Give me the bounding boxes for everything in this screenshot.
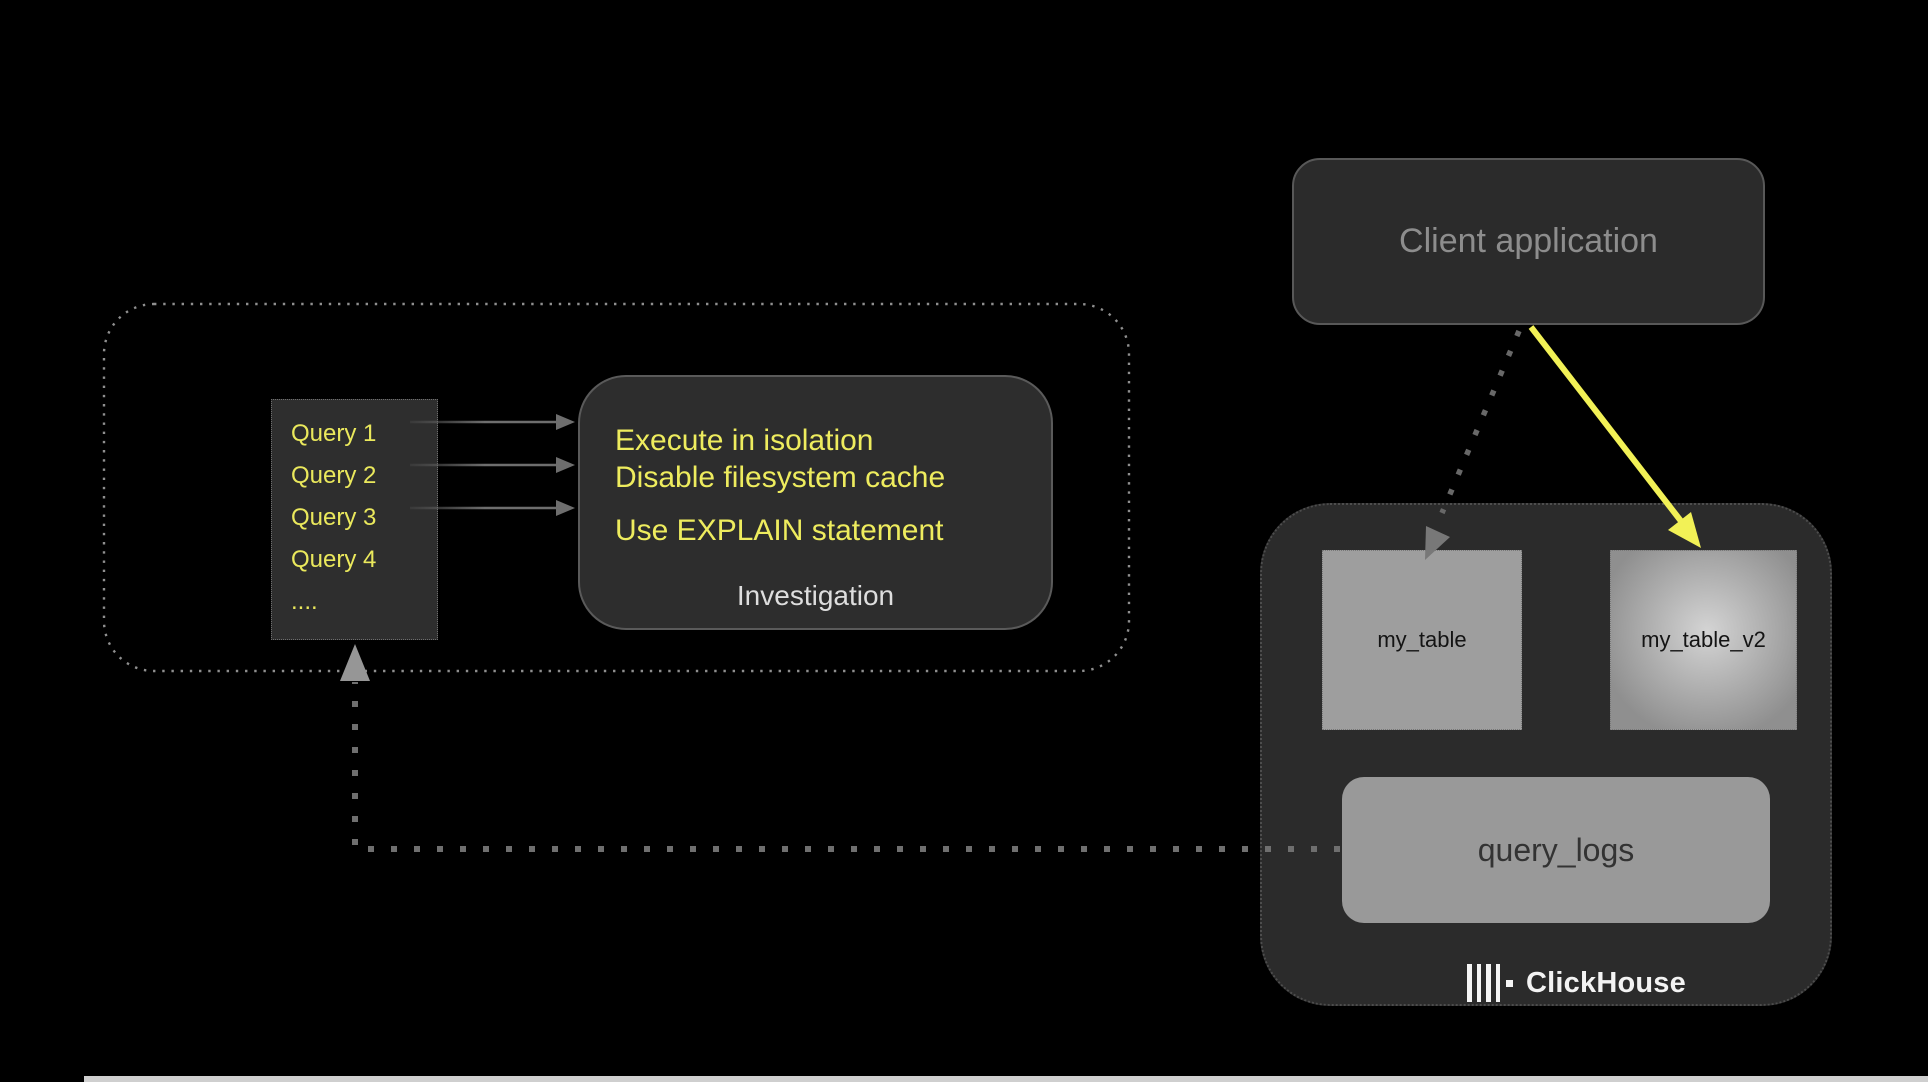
query-item-ellipsis: .... (291, 588, 318, 615)
query-item: Query 1 (291, 420, 377, 447)
investigation-panel: Execute in isolation Disable filesystem … (578, 375, 1053, 630)
query-logs-to-queries-connector (340, 644, 1340, 852)
query-item: Query 3 (291, 504, 377, 531)
clickhouse-brand: ClickHouse (1467, 961, 1686, 1005)
my-table-box: my_table (1322, 550, 1522, 730)
clickhouse-brand-label: ClickHouse (1526, 966, 1686, 999)
my-table-v2-box: my_table_v2 (1610, 550, 1797, 730)
clickhouse-logo-icon (1467, 964, 1513, 1002)
investigation-tip: Use EXPLAIN statement (615, 514, 944, 547)
query-logs-label: query_logs (1477, 831, 1635, 868)
query-item: Query 2 (291, 462, 377, 489)
investigation-caption: Investigation (736, 580, 895, 611)
my-table-label: my_table (1377, 627, 1467, 652)
investigation-tip: Execute in isolation (615, 424, 874, 457)
investigation-tip: Disable filesystem cache (615, 461, 946, 494)
query-logs-box: query_logs (1342, 777, 1770, 923)
bottom-window-edge (84, 1076, 1928, 1082)
clickhouse-container: my_table my_table_v2 query_logs ClickHou… (1260, 503, 1832, 1006)
client-application-box: Client application (1292, 158, 1765, 325)
query-item: Query 4 (291, 546, 377, 573)
my-table-v2-label: my_table_v2 (1641, 627, 1766, 652)
query-list-box: Query 1 Query 2 Query 3 Query 4 .... (271, 399, 438, 640)
client-application-label: Client application (1399, 222, 1658, 260)
